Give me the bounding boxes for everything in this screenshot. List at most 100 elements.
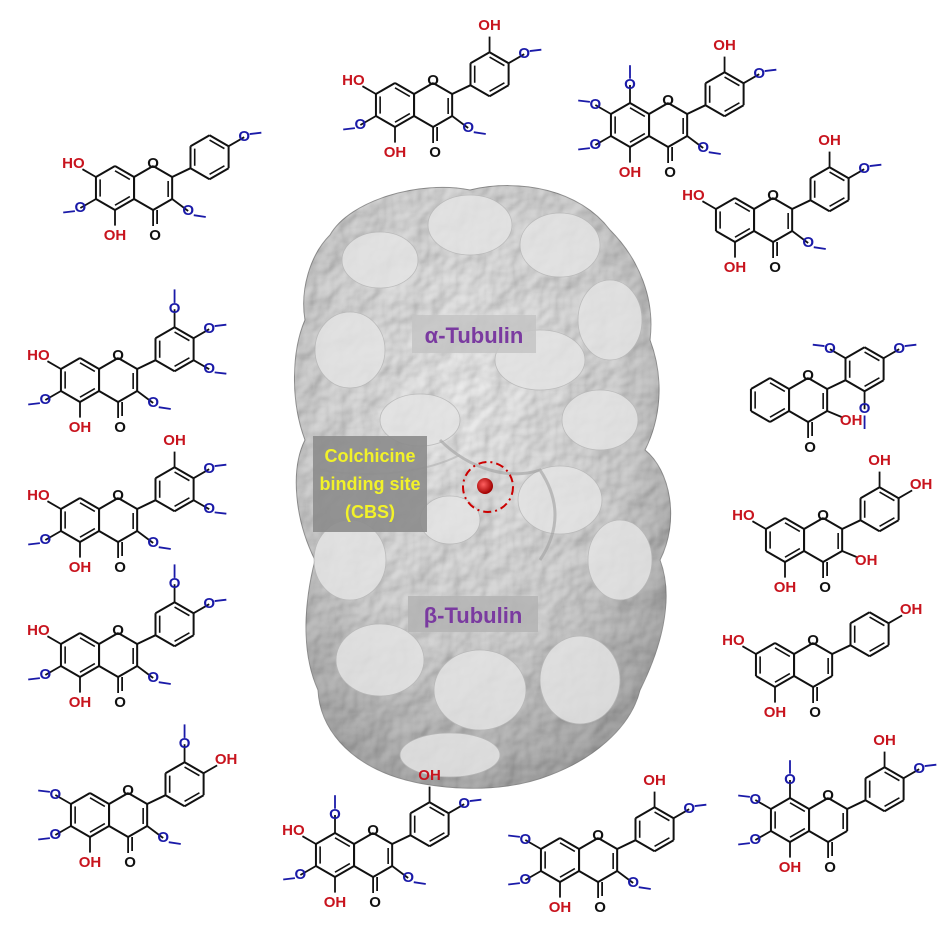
bond bbox=[79, 198, 97, 209]
double-bond bbox=[869, 616, 885, 627]
a-ring-methoxy: O bbox=[750, 791, 762, 808]
bond bbox=[136, 530, 154, 544]
c3-methoxy: O bbox=[147, 394, 159, 411]
a-ring-methoxy: O bbox=[520, 831, 532, 848]
a-ring-hydroxyl: HO bbox=[342, 72, 365, 89]
methyl-bond bbox=[638, 886, 651, 890]
b-ring-methoxy: O bbox=[518, 45, 530, 62]
bond bbox=[133, 165, 154, 178]
carbonyl-oxygen: O bbox=[114, 419, 126, 436]
double-bond bbox=[174, 632, 190, 643]
c3-methoxy: O bbox=[802, 234, 814, 251]
bond bbox=[353, 832, 374, 845]
bond bbox=[127, 825, 148, 838]
b-ring-methoxy: O bbox=[824, 340, 836, 357]
bond bbox=[788, 377, 809, 390]
double-bond bbox=[879, 517, 895, 528]
a-ring-hydroxyl: OH bbox=[384, 144, 407, 161]
double-bond bbox=[334, 837, 351, 848]
a-ring-methoxy: O bbox=[75, 199, 87, 216]
bond bbox=[171, 167, 191, 178]
double-bond bbox=[629, 132, 646, 143]
bond bbox=[616, 870, 634, 884]
carbonyl-oxygen: O bbox=[804, 439, 816, 456]
bond bbox=[44, 530, 62, 541]
bond bbox=[46, 500, 62, 510]
b-ring-hydroxyl: OH bbox=[478, 17, 501, 34]
b-ring-hydroxyl: OH bbox=[900, 601, 923, 618]
ring-oxygen: O bbox=[767, 187, 779, 204]
bond bbox=[89, 792, 110, 805]
bond bbox=[635, 806, 656, 820]
bond bbox=[209, 167, 230, 181]
double-bond bbox=[429, 806, 445, 817]
bond bbox=[60, 632, 81, 645]
c3-hydroxyl: OH bbox=[855, 552, 878, 569]
methyl-bond bbox=[38, 837, 51, 841]
bond bbox=[193, 359, 210, 370]
bond bbox=[524, 870, 542, 881]
bond bbox=[803, 517, 824, 530]
ring-oxygen: O bbox=[122, 782, 134, 799]
methyl-bond bbox=[813, 246, 826, 250]
a-ring-hydroxyl: OH bbox=[549, 899, 572, 916]
a-ring-hydroxyl: OH bbox=[779, 859, 802, 876]
bond bbox=[193, 603, 210, 614]
bond bbox=[845, 379, 866, 393]
bond bbox=[769, 377, 790, 390]
c3-methoxy: O bbox=[157, 829, 169, 846]
bond bbox=[808, 830, 829, 843]
bond bbox=[724, 104, 745, 118]
bond bbox=[686, 104, 706, 115]
ring-oxygen: O bbox=[112, 622, 124, 639]
bond bbox=[79, 357, 100, 370]
bond bbox=[359, 115, 377, 126]
bond bbox=[741, 645, 757, 655]
methyl-bond bbox=[249, 131, 262, 135]
bond bbox=[807, 410, 828, 423]
bond bbox=[470, 84, 491, 98]
bond bbox=[810, 199, 831, 213]
double-bond bbox=[559, 842, 576, 853]
bond bbox=[79, 390, 100, 403]
bond bbox=[98, 665, 119, 678]
bond bbox=[865, 799, 886, 813]
a-ring-methoxy: O bbox=[520, 871, 532, 888]
bond bbox=[635, 839, 656, 853]
bond bbox=[155, 466, 176, 480]
methyl-bond bbox=[158, 681, 171, 685]
a-ring-methoxy: O bbox=[40, 531, 52, 548]
bond bbox=[508, 53, 525, 64]
b-ring-methoxy: O bbox=[169, 300, 181, 317]
c3-methoxy: O bbox=[147, 534, 159, 551]
bond bbox=[489, 51, 510, 65]
bond bbox=[315, 832, 336, 845]
double-bond bbox=[429, 832, 445, 843]
bond bbox=[884, 799, 905, 813]
b-ring-hydroxyl: OH bbox=[215, 751, 238, 768]
beta-tubulin-label: β-Tubulin bbox=[408, 596, 538, 632]
methyl-bond bbox=[28, 542, 41, 546]
bond bbox=[701, 200, 717, 210]
bond bbox=[578, 837, 599, 850]
bond bbox=[410, 834, 431, 848]
carbonyl-oxygen: O bbox=[114, 559, 126, 576]
methyl-bond bbox=[924, 763, 937, 767]
bond bbox=[391, 834, 411, 845]
bond bbox=[448, 803, 465, 814]
a-ring-methoxy: O bbox=[295, 866, 307, 883]
double-bond bbox=[769, 382, 786, 393]
a-ring-hydroxyl: HO bbox=[282, 822, 305, 839]
double-bond bbox=[394, 112, 411, 123]
methyl-bond bbox=[738, 794, 751, 798]
bond bbox=[755, 675, 776, 688]
bond bbox=[654, 806, 675, 820]
ring-oxygen: O bbox=[367, 822, 379, 839]
b-ring-hydroxyl: OH bbox=[713, 37, 736, 54]
bond bbox=[715, 197, 736, 210]
methyl-bond bbox=[214, 598, 227, 602]
bond bbox=[808, 797, 829, 810]
methyl-bond bbox=[158, 406, 171, 410]
